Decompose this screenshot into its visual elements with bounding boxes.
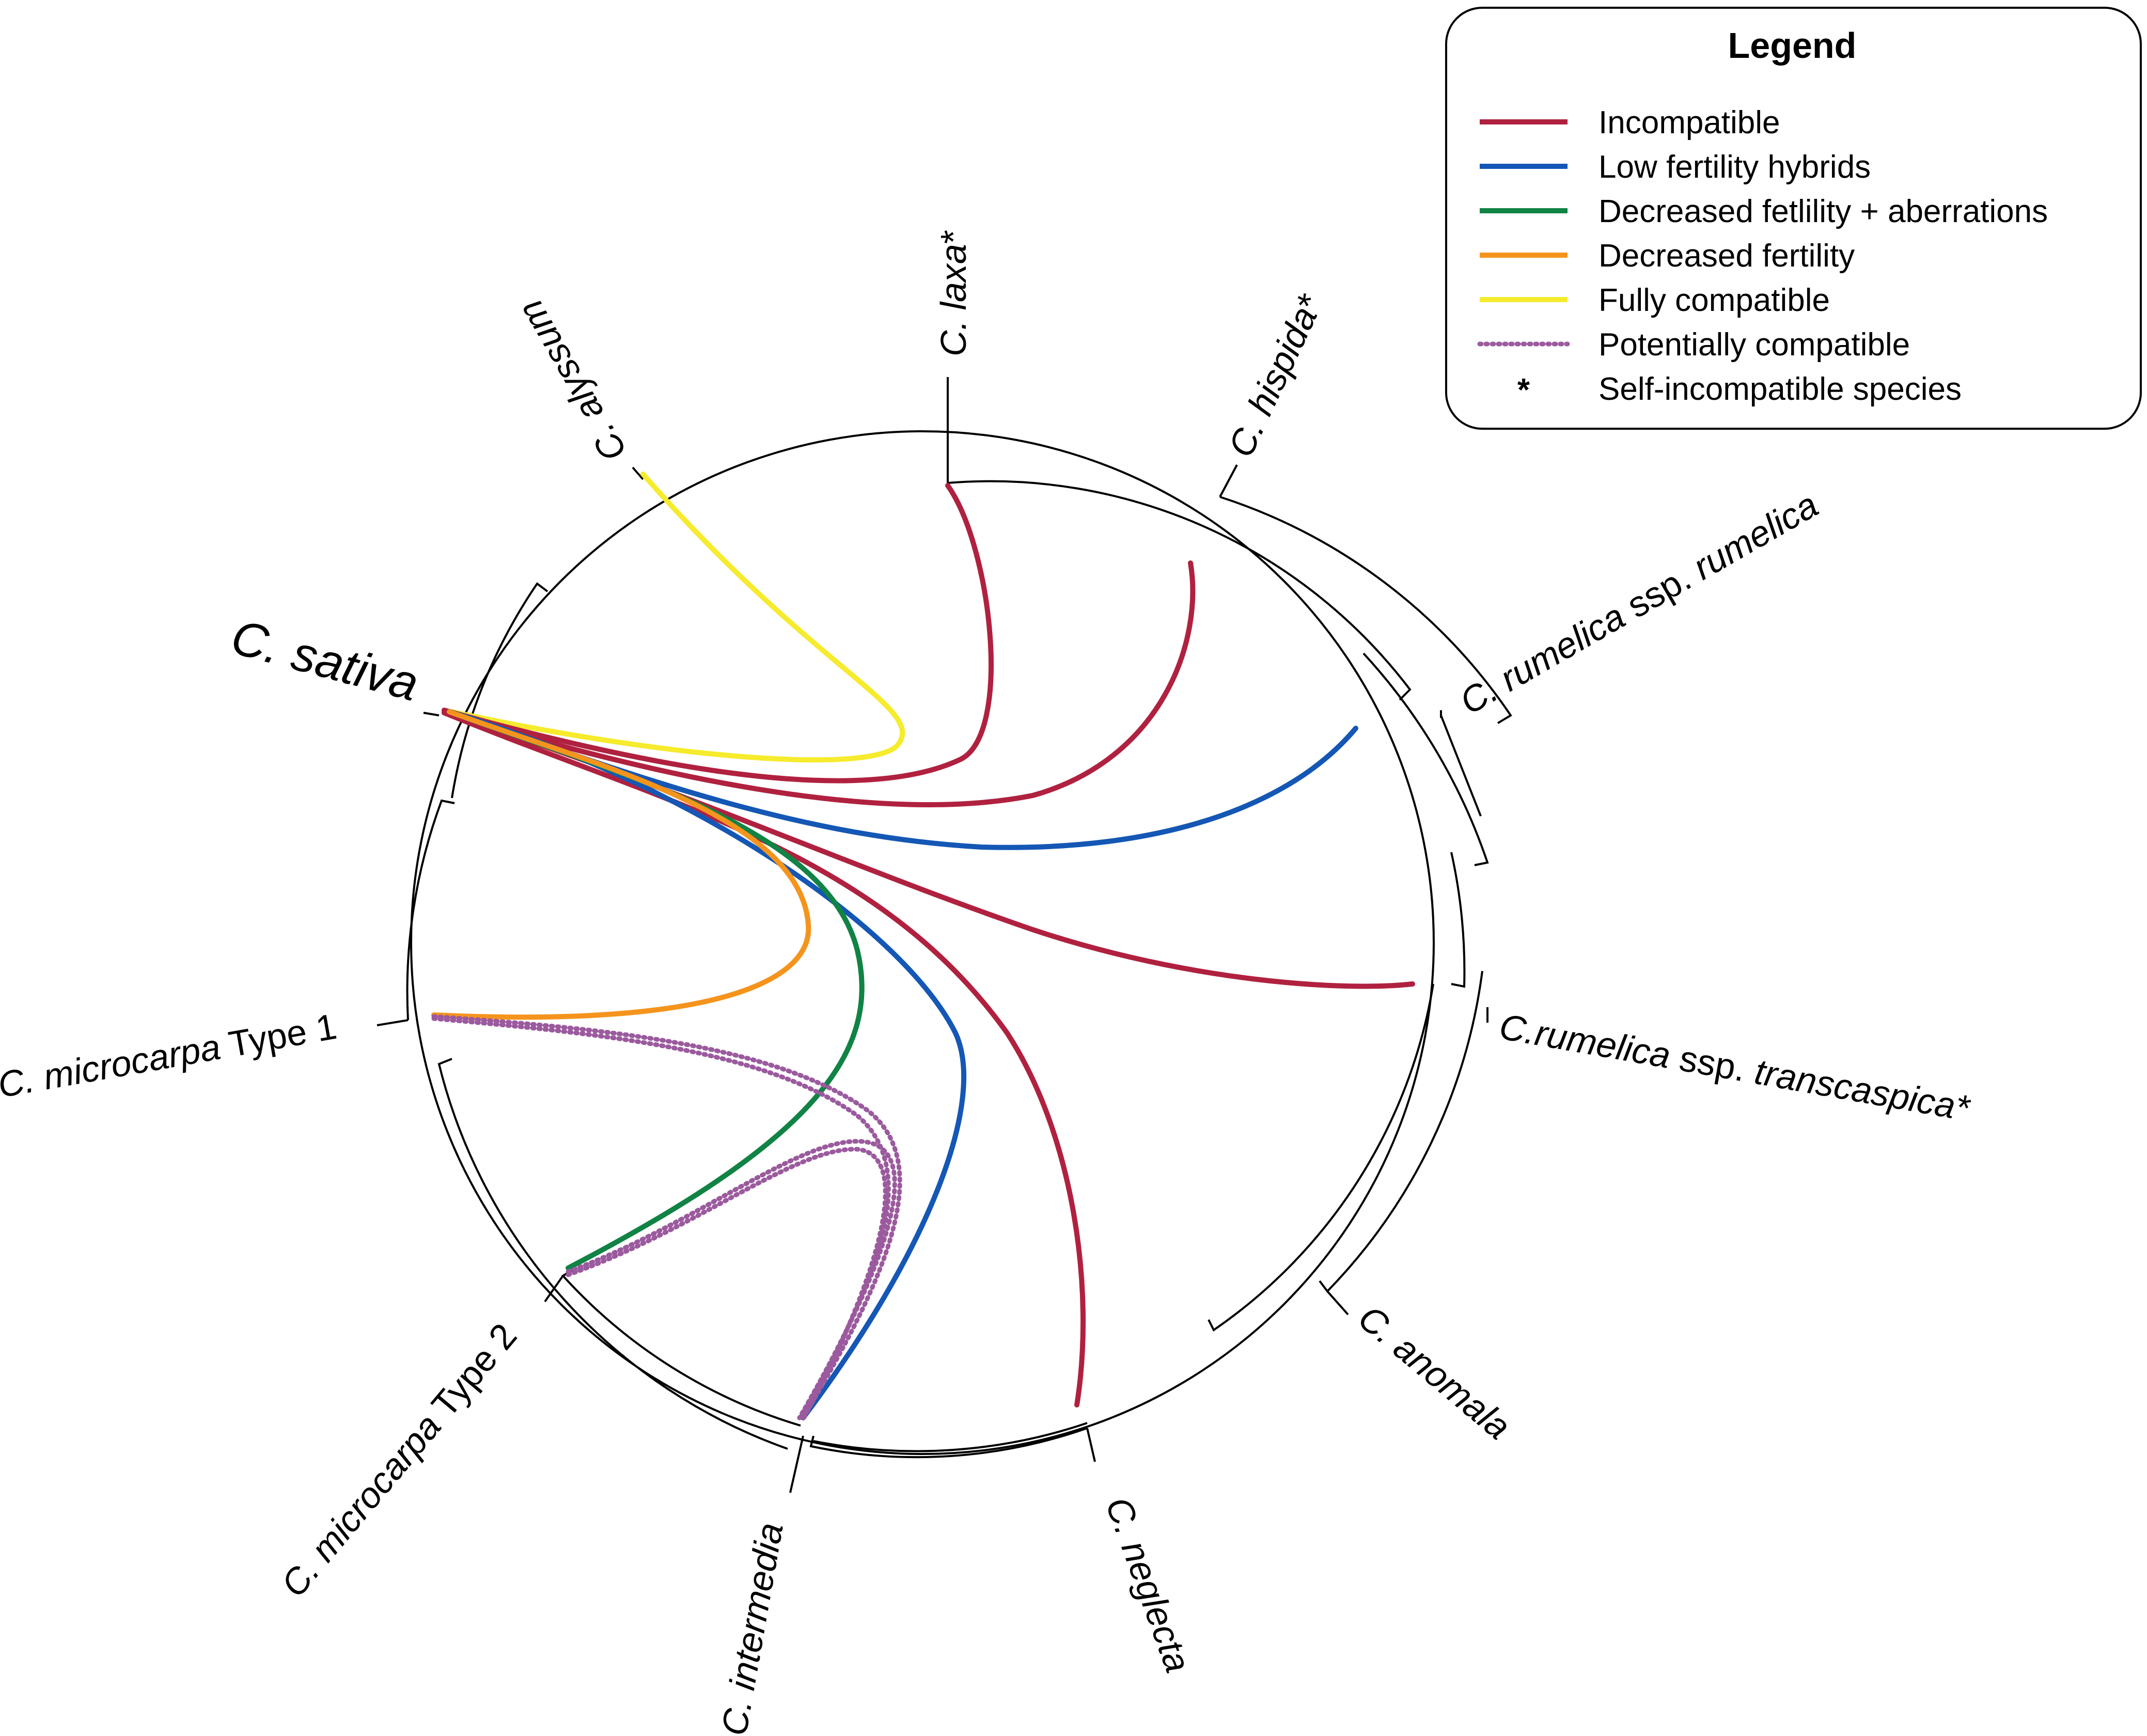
species-labels: C. laxa* C. hispida* C. rumelica ssp. ru…	[0, 230, 1974, 1736]
legend-title: Legend	[1728, 25, 1857, 66]
label-neglecta: C. neglecta	[1098, 1492, 1198, 1677]
chord-sativa-micro1	[431, 709, 811, 1020]
label-transcaspica: C.rumelica ssp. transcaspica*	[1496, 1006, 1973, 1129]
label-hispida: C. hispida*	[1220, 288, 1331, 463]
label-alyssum: C. alyssum	[510, 293, 634, 468]
chords	[431, 472, 1415, 1422]
legend-label-low-fertility: Low fertility hybrids	[1599, 149, 1871, 185]
legend-label-incompatible: Incompatible	[1599, 105, 1780, 140]
label-intermedia: C. intermedia	[714, 1520, 791, 1736]
chord-sativa-hispida	[442, 560, 1196, 807]
chord-sativa-alyssum	[449, 472, 905, 763]
chord-sativa-laxa	[442, 483, 994, 784]
label-laxa: C. laxa*	[933, 230, 974, 356]
legend-asterisk: *	[1517, 372, 1530, 408]
label-micro2: C. microcarpa Type 2	[273, 1316, 525, 1604]
chord-sativa-neglecta	[442, 710, 1086, 1407]
label-rumelica: C. rumelica ssp. rumelica	[1453, 484, 1825, 722]
legend-label-potentially-compatible: Potentially compatible	[1599, 327, 1910, 363]
label-micro1: C. microcarpa Type 1	[0, 1006, 339, 1105]
chord-sativa-intermedia	[447, 709, 966, 1420]
label-sativa: C. sativa	[226, 609, 424, 712]
legend-label-self-incompatible: Self-incompatible species	[1599, 371, 1962, 407]
chord-micro1-intermedia	[431, 1014, 902, 1420]
label-anomala: C. anomala	[1351, 1297, 1518, 1447]
legend-label-decreased-fertility: Decreased fertility	[1599, 238, 1855, 274]
clade-brackets	[406, 480, 1512, 1459]
legend-label-decreased-aberrations: Decreased fetlility + aberrations	[1599, 194, 2048, 229]
legend-label-fully-compatible: Fully compatible	[1599, 283, 1830, 318]
legend-box	[1445, 7, 2142, 430]
main-circle	[410, 430, 1435, 1455]
chord-micro2-intermedia	[566, 1139, 897, 1420]
legend: Legend Incompatible Low fertility hybrid…	[1445, 7, 2142, 430]
chord-micro2-intermedia-2	[566, 1147, 888, 1422]
species-ticks	[377, 377, 1488, 1493]
